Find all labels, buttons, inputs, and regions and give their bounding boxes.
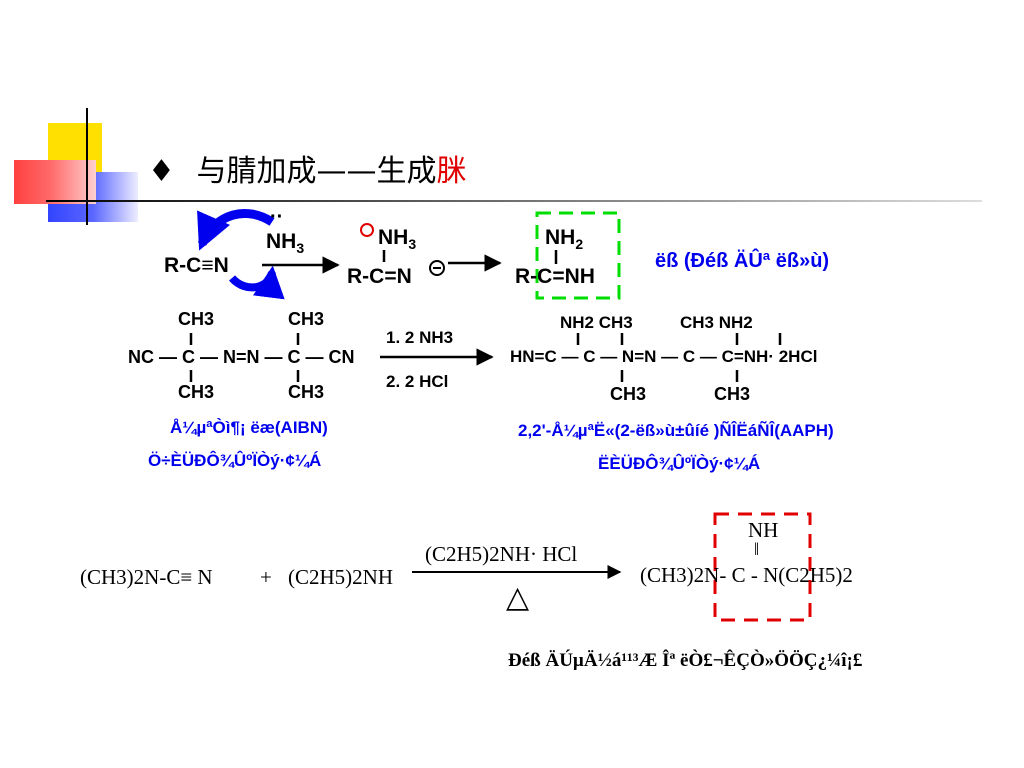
aibn-label-1: Å¼µªÒì¶¡ ëæ(AIBN) — [170, 418, 328, 437]
aaph-bot-right: CH3 — [714, 384, 751, 404]
title-highlight: 脒 — [436, 154, 467, 189]
amidine-label: ëß (Ðéß ÄÛª ëß»ù) — [655, 250, 830, 272]
reactant-nitrile: R-C≡N — [164, 254, 229, 277]
intermediate-chain: R-C=N — [347, 265, 412, 288]
vertical-line — [86, 108, 88, 225]
page-title: ♦ 与腈加成——生成脒 — [148, 146, 466, 190]
guanidine-label: Ðéß ÄÚµÄ½á¹¹³Æ Îª ëÒ£¬ÊÇÒ»ÖÖÇ¿¼î¡£ — [508, 650, 863, 671]
title-underline — [46, 200, 982, 202]
bullet-icon: ♦ — [148, 154, 175, 189]
green-dashed-box — [535, 211, 621, 300]
aaph-top: NH2 CH3 CH3 NH2 — [560, 313, 753, 332]
red-square — [14, 160, 96, 204]
product-nh: NH — [748, 518, 779, 542]
guanidine-product: (CH3)2N- C - N(C2H5)2 — [640, 563, 853, 587]
reactant-dimethylcyanamide: (CH3)2N-C≡ N — [80, 565, 213, 589]
ch3-top-right: CH3 — [288, 309, 325, 329]
aaph-label-1: 2,2'-Å¼µªË«(2-ëß»ù±ûíé )ÑÎËáÑÎ(AAPH) — [518, 421, 834, 440]
product-chain: R-C=NH — [515, 265, 595, 288]
lone-pair-dots: ·· — [270, 206, 284, 228]
heat-icon: △ — [506, 581, 530, 614]
aaph-label-2: ËÈÜÐÔ¾ÛºÏÒý·¢¼Á — [598, 454, 761, 473]
red-dashed-box — [713, 512, 812, 622]
positive-charge-icon — [360, 223, 374, 237]
blue-curved-arrow-bottom — [228, 265, 285, 300]
ch3-top-left: CH3 — [178, 309, 215, 329]
reactant-diethylamine: (C2H5)2NH — [288, 565, 393, 589]
plus-sign: + — [260, 565, 272, 589]
blue-curved-arrow-top — [197, 209, 275, 251]
reagent-label: (C2H5)2NH· HCl — [425, 542, 578, 566]
aaph-bot-left: CH3 — [610, 384, 647, 404]
aaph-chain: HN=C — C — N=N — C — C=NH· 2HCl — [510, 347, 818, 366]
ch3-bot-left: CH3 — [178, 382, 215, 402]
intermediate-nh3: NH3 — [378, 226, 417, 253]
aibn-chain: NC — C — N=N — C — CN — [128, 347, 355, 367]
double-bond: ‖ — [754, 539, 760, 559]
ammonia: NH3 — [266, 230, 305, 257]
title-text: 与腈加成——生成 — [196, 154, 437, 189]
ch3-bot-right: CH3 — [288, 382, 325, 402]
negative-charge-icon — [429, 260, 445, 276]
step-1: 1. 2 NH3 — [386, 328, 454, 347]
step-2: 2. 2 HCl — [386, 372, 449, 391]
product-nh2: NH2 — [545, 226, 584, 253]
aibn-label-2: Ö÷ÈÜÐÔ¾ÛºÏÒý·¢¼Á — [148, 451, 322, 470]
